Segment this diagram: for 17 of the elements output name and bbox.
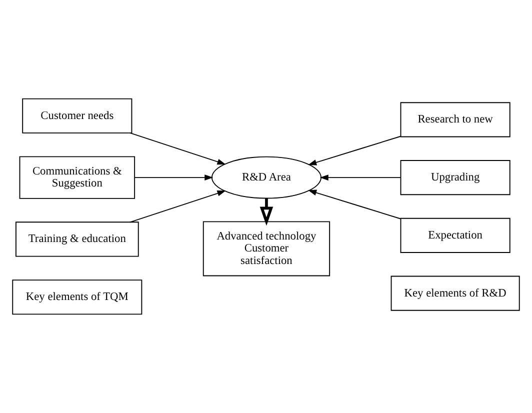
node-box: Research to new xyxy=(400,102,510,138)
arrow xyxy=(130,190,226,223)
arrow xyxy=(260,198,274,226)
arrow xyxy=(320,174,402,181)
node-box: Key elements of TQM xyxy=(12,280,142,315)
node-box: Key elements of R&D xyxy=(390,276,520,311)
arrow xyxy=(308,190,401,220)
node-box: Advanced technology Customer satisfaction xyxy=(202,221,330,276)
arrow xyxy=(130,132,226,165)
node-ellipse: R&D Area xyxy=(211,156,322,199)
node-box: Customer needs xyxy=(22,98,132,134)
arrow xyxy=(134,174,214,181)
node-box: Upgrading xyxy=(400,160,510,196)
arrow xyxy=(308,136,401,166)
node-box: Expectation xyxy=(400,218,510,253)
node-box: Communications & Suggestion xyxy=(19,156,136,199)
node-box: Training & education xyxy=(15,222,139,257)
